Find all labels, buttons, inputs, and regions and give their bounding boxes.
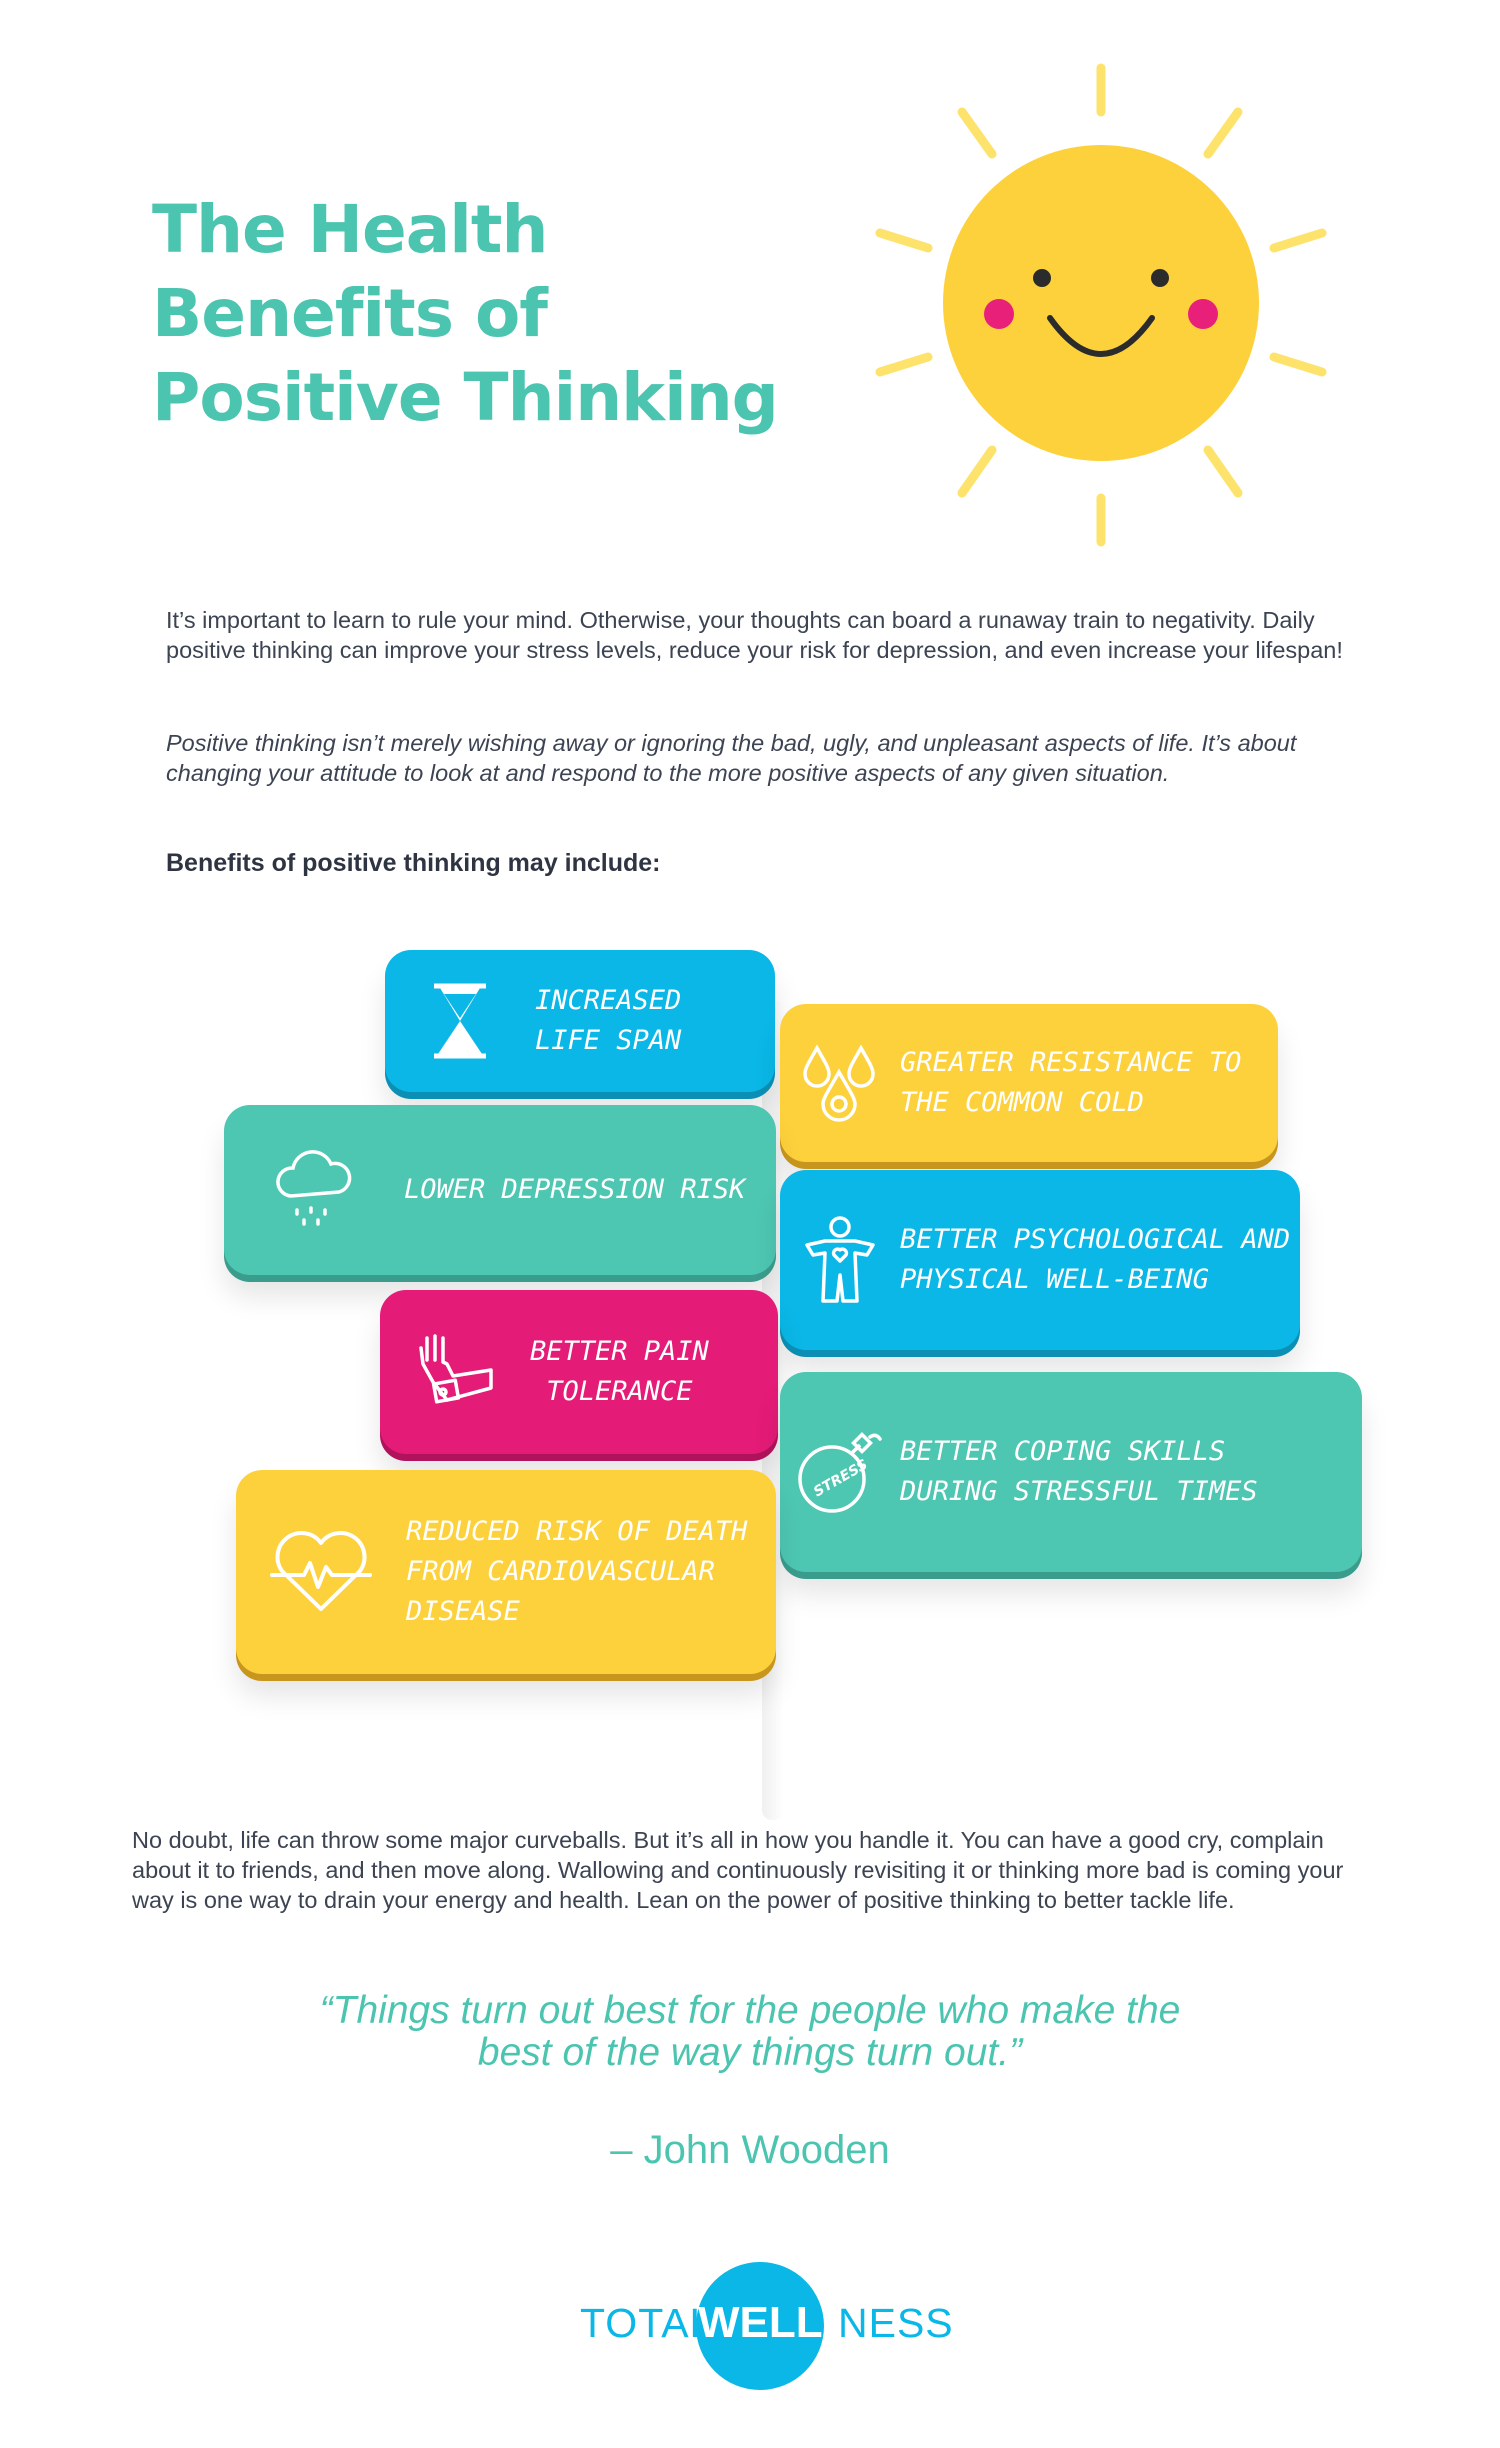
benefit-psychological-physical-well-being: Better Psychological and Physical Well-B… [780,1170,1300,1350]
benefit-label: Greater Resistance to the Common Cold [900,1047,1242,1118]
smiling-sun-icon [875,63,1327,547]
benefit-label: Lower Depression Risk [404,1174,746,1205]
logo-word-ness: NESS [838,2300,954,2346]
benefit-coping-skills: STRESS Better Coping Skills During Stres… [780,1372,1362,1572]
benefit-increased-life-span: Increased Life Span [385,950,775,1092]
droplets-virus-icon [780,1042,900,1124]
benefit-lower-depression-risk: Lower Depression Risk [224,1105,776,1275]
intro-paragraph: It’s important to learn to rule your min… [166,607,1343,663]
rain-cloud-icon [224,1150,404,1230]
quote-line-1: “Things turn out best for the people who… [319,1989,1181,2032]
quote-author: – John Wooden [610,2128,890,2172]
total-wellness-logo: TOTAL WELL NESS [550,2260,990,2390]
title-line-1: The Health [152,191,548,268]
quote-line-2: best of the way things turn out.” [477,2031,1023,2074]
benefit-better-pain-tolerance: Better Pain Tolerance [380,1290,778,1454]
benefit-label: Better Coping Skills During Stressful Ti… [900,1436,1258,1507]
benefit-label: Better Psychological and Physical Well-B… [900,1224,1291,1295]
stress-bomb-icon: STRESS [780,1429,900,1515]
intro-italic-paragraph: Positive thinking isn’t merely wishing a… [166,730,1297,786]
benefit-label: Better Pain Tolerance [530,1336,709,1407]
bandaged-arm-icon [380,1330,530,1414]
logo-word-well: WELL [698,2298,823,2347]
logo-word-total: TOTAL [580,2300,714,2346]
page-title: The Health Benefits of Positive Thinking [152,188,872,440]
heartbeat-icon [236,1529,406,1615]
benefit-label: Increased Life Span [535,985,682,1056]
benefit-label: Reduced Risk of Death from Cardiovascula… [406,1516,748,1627]
closing-paragraph: No doubt, life can throw some major curv… [132,1827,1344,1913]
logo-circle [696,2262,824,2390]
title-line-2: Benefits of [152,275,548,352]
benefit-reduced-cardiovascular-death: Reduced Risk of Death from Cardiovascula… [236,1470,776,1674]
benefit-resistance-common-cold: Greater Resistance to the Common Cold [780,1004,1278,1162]
benefits-heading: Benefits of positive thinking may includ… [166,849,661,877]
hourglass-icon [385,982,535,1060]
title-line-3: Positive Thinking [152,359,779,436]
quote: “Things turn out best for the people who… [150,1990,1350,2074]
person-heart-icon [780,1215,900,1305]
